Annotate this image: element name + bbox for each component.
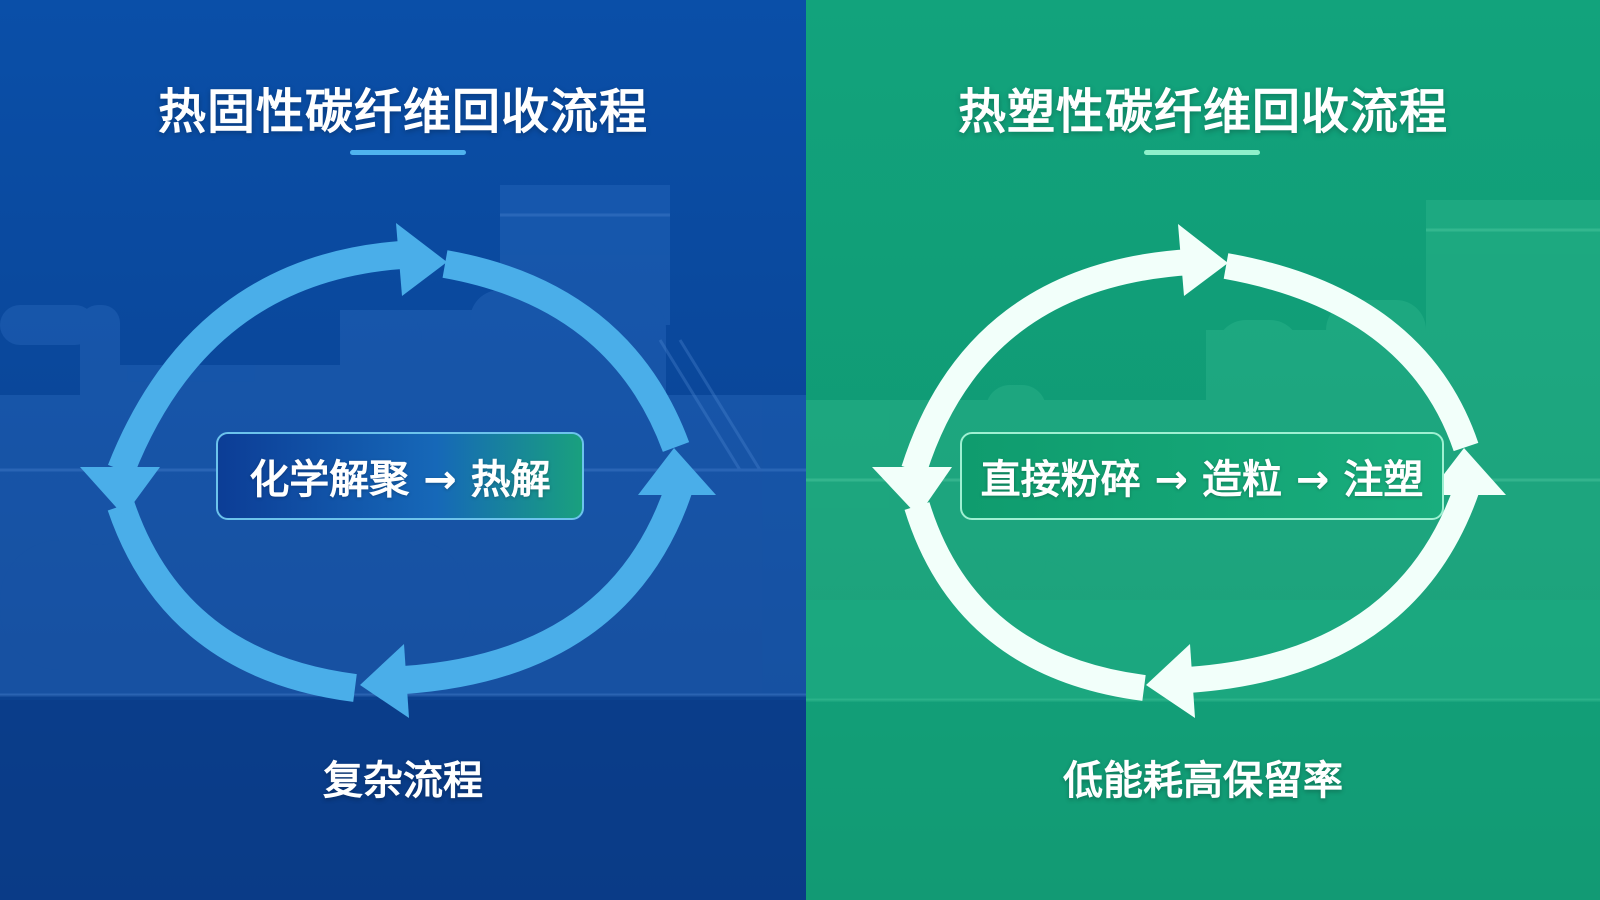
cycle-arrow-icon: [872, 224, 1506, 718]
process-box: 化学解聚 → 热解: [216, 432, 584, 520]
thermoplastic-panel: 热塑性碳纤维回收流程 直接粉碎 → 造粒 → 注塑 低能耗高保留率: [806, 0, 1600, 900]
panel-caption: 低能耗高保留率: [1063, 758, 1343, 804]
thermoset-panel: 热固性碳纤维回收流程 化学解聚 → 热解 复杂流程: [0, 0, 806, 900]
title-underline: [1144, 150, 1260, 155]
panel-title: 热固性碳纤维回收流程: [157, 84, 648, 140]
panel-caption: 复杂流程: [323, 758, 483, 804]
cycle-arrow-icon: [80, 223, 716, 718]
panel-title: 热塑性碳纤维回收流程: [957, 84, 1448, 140]
process-text: 化学解聚 → 热解: [249, 457, 551, 503]
process-box: 直接粉碎 → 造粒 → 注塑: [960, 432, 1444, 520]
title-underline: [350, 150, 466, 155]
process-text: 直接粉碎 → 造粒 → 注塑: [980, 457, 1424, 503]
